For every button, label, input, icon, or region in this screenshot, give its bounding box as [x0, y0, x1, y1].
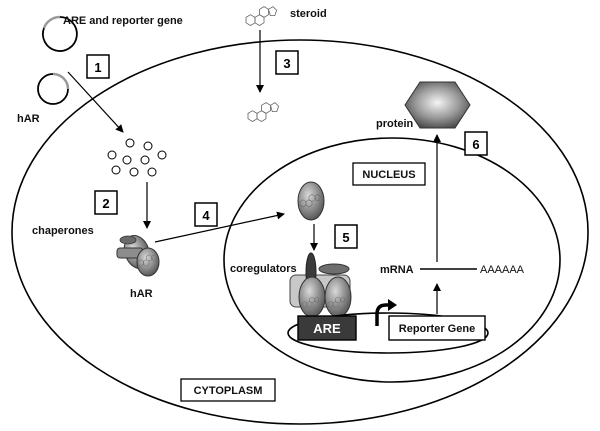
step-5-box	[334, 224, 358, 249]
are-box-label: ARE	[313, 321, 341, 336]
har-plasmid-icon	[37, 72, 70, 105]
are-reporter-plasmid-icon	[42, 15, 78, 52]
har-chaperone-complex-icon	[116, 235, 160, 277]
coregulator-dimer-complex-icon	[289, 252, 352, 318]
are-box	[297, 315, 357, 341]
dna-loop	[287, 312, 489, 354]
steroid-label: steroid	[290, 8, 327, 20]
har-nuclear-receptor-icon	[297, 181, 325, 221]
protein-hexagon-icon	[404, 81, 471, 129]
step-1-arrow	[67, 71, 124, 133]
reporter-gene-box	[388, 315, 486, 341]
reporter-gene-label: Reporter Gene	[399, 323, 475, 335]
step-6-box	[464, 131, 488, 156]
step-2-label: 2	[102, 196, 109, 211]
step-3-label: 3	[283, 56, 290, 71]
step-1-box	[86, 54, 110, 79]
are-reporter-label: ARE and reporter gene	[63, 15, 183, 27]
har-plasmid-label: hAR	[17, 113, 40, 125]
promoter-curved-arrow-icon	[375, 299, 397, 326]
step-3-box	[275, 50, 299, 75]
step-6-label: 6	[472, 137, 479, 152]
har-complex-label: hAR	[130, 288, 153, 300]
mrna-label: mRNA	[380, 264, 414, 276]
protein-label: protein	[376, 118, 414, 130]
transfected-plasmids-cluster	[107, 138, 167, 177]
coregulators-label: coregulators	[230, 263, 297, 275]
cytoplasm-label-box	[180, 378, 276, 402]
chaperones-label: chaperones	[32, 225, 94, 237]
step-1-label: 1	[94, 60, 101, 75]
step-4-arrow	[154, 211, 285, 243]
step-5-label: 5	[342, 230, 349, 245]
step-4-box	[194, 202, 218, 227]
step-2-box	[94, 190, 118, 215]
cytoplasm-label: CYTOPLASM	[194, 385, 263, 397]
nucleus-label-box	[352, 162, 426, 186]
step-4-label: 4	[202, 208, 210, 223]
polya-tail-label: AAAAAA	[480, 264, 525, 276]
steroid-icon-top	[245, 6, 278, 26]
nucleus-label: NUCLEUS	[362, 169, 415, 181]
